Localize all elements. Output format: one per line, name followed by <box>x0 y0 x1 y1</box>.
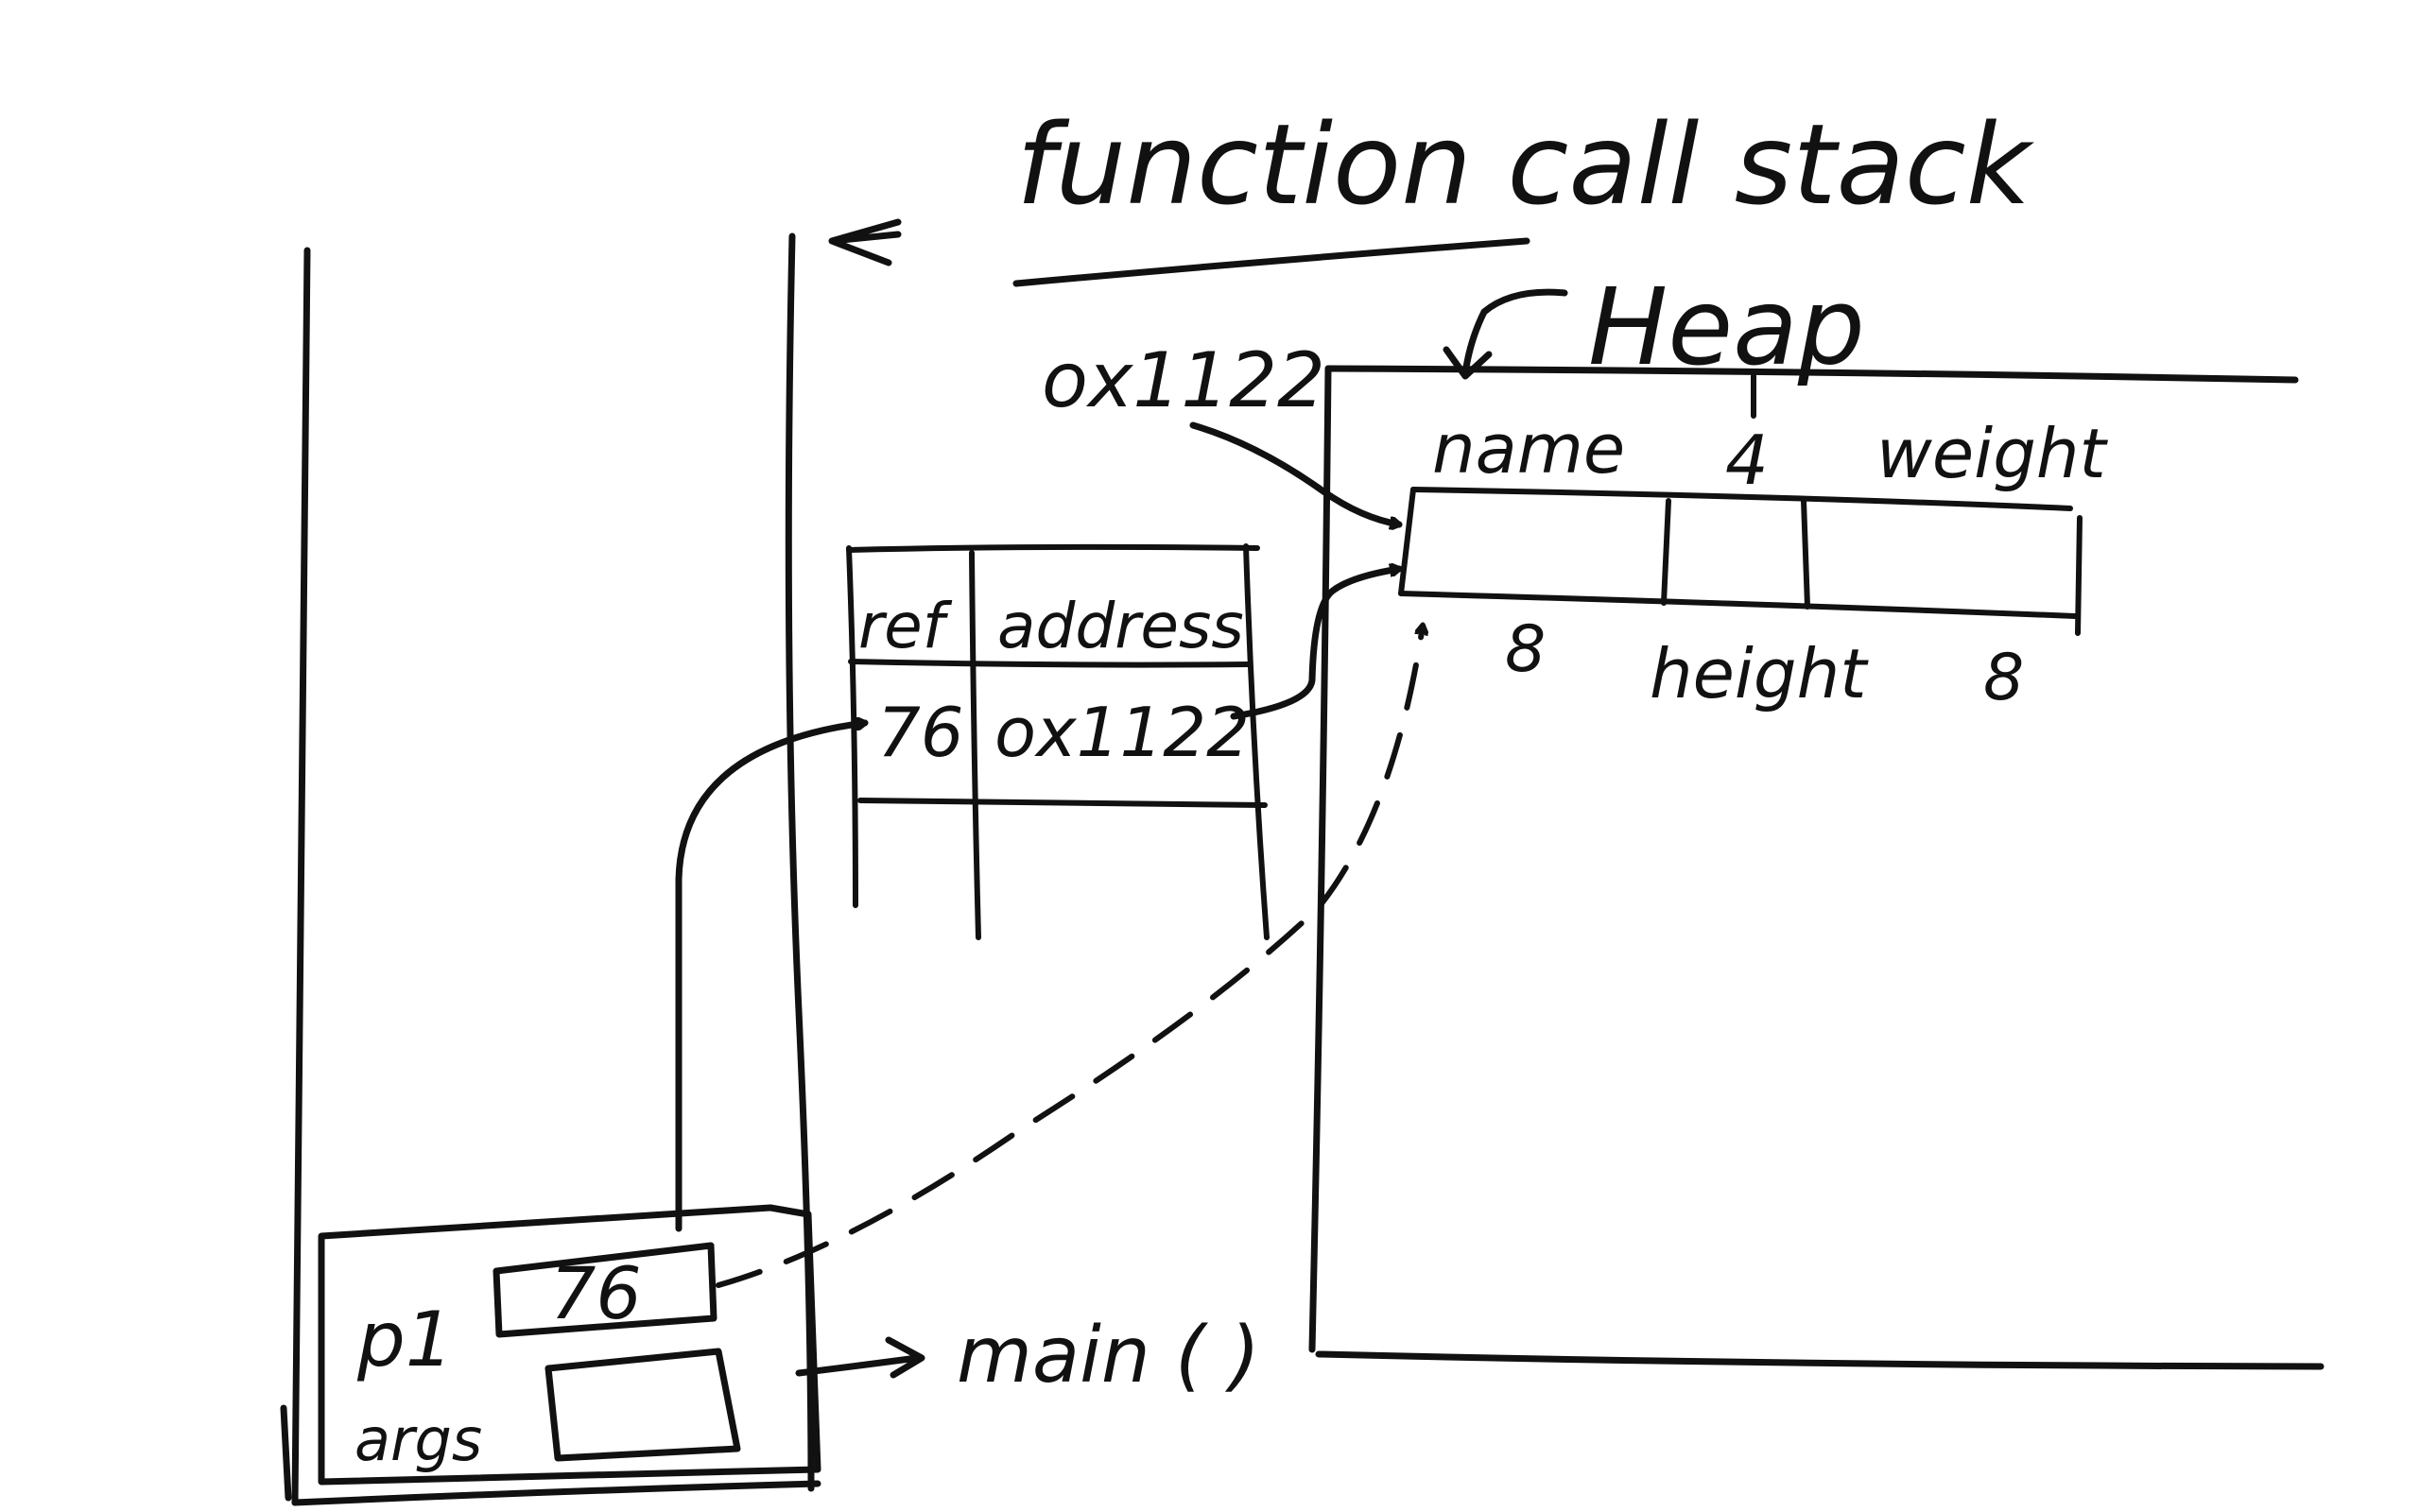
field-weight-size: 8 <box>1983 641 2024 715</box>
field-4-label: 4 <box>1725 421 1769 500</box>
title-underline <box>1012 237 1530 287</box>
main-stack-frame: p1 76 args <box>318 1204 821 1486</box>
object-bottom-line <box>1398 591 2078 619</box>
table-right-wall <box>1243 543 1270 940</box>
p1-value: 76 <box>550 1251 642 1335</box>
object-divider-1 <box>1661 498 1671 606</box>
ref-header: ref <box>858 590 953 662</box>
heap-left-wall <box>1308 365 1332 1353</box>
heap-address: ox1122 <box>1042 336 1325 424</box>
stack-bottom <box>291 1480 821 1506</box>
heap-bottom <box>1315 1350 2325 1370</box>
table-header-line <box>848 659 1251 668</box>
address-pointer-arrow <box>1230 569 1403 720</box>
object-right-wall <box>2075 515 2083 636</box>
diagram-title: function call stack <box>1016 99 2035 230</box>
table-mid-wall <box>969 550 981 940</box>
stack-right-wall <box>785 232 815 1492</box>
field-name-size: 8 <box>1505 612 1546 687</box>
stack-frame-border <box>318 1204 821 1486</box>
table-row-line <box>857 798 1268 808</box>
field-name-label: name <box>1432 409 1625 489</box>
field-weight-label: weight <box>1876 414 2109 493</box>
stack-pointer-arrow <box>828 218 902 266</box>
ref-cell: 76 <box>877 693 964 772</box>
p1-label: p1 <box>356 1296 454 1383</box>
table-top <box>846 543 1260 553</box>
args-value-box <box>544 1348 741 1462</box>
main-function-label: main ( ) <box>957 1311 1260 1400</box>
call-stack: p1 76 args main ( ) <box>280 232 1260 1506</box>
args-label: args <box>354 1405 482 1474</box>
dashed-reference-line <box>716 626 1423 1288</box>
p1-value-box <box>493 1242 717 1338</box>
object-divider-2 <box>1801 498 1810 610</box>
heap-object: name 4 weight 8 height 8 <box>1398 373 2109 715</box>
field-height-label: height <box>1650 634 1869 713</box>
heap-pointer-arrow <box>1443 288 1568 380</box>
address-cell: ox1122 <box>994 693 1250 772</box>
heap: Heap ox1122 name 4 weight 8 height 8 <box>1042 266 2325 1370</box>
object-left-wall <box>1398 487 1416 596</box>
heap-top <box>1324 365 2299 384</box>
address-header: address <box>997 590 1244 662</box>
stack-bottom-tick <box>280 1404 292 1502</box>
main-pointer-arrow <box>795 1336 925 1379</box>
stack-left-wall <box>291 247 311 1506</box>
ref-pointer-arrow <box>675 723 869 1232</box>
object-top-line <box>1410 487 2073 511</box>
heap-address-arrow <box>1189 421 1403 524</box>
title-group: function call stack <box>828 99 2035 287</box>
address-table: ref address 76 ox1122 <box>846 543 1270 940</box>
